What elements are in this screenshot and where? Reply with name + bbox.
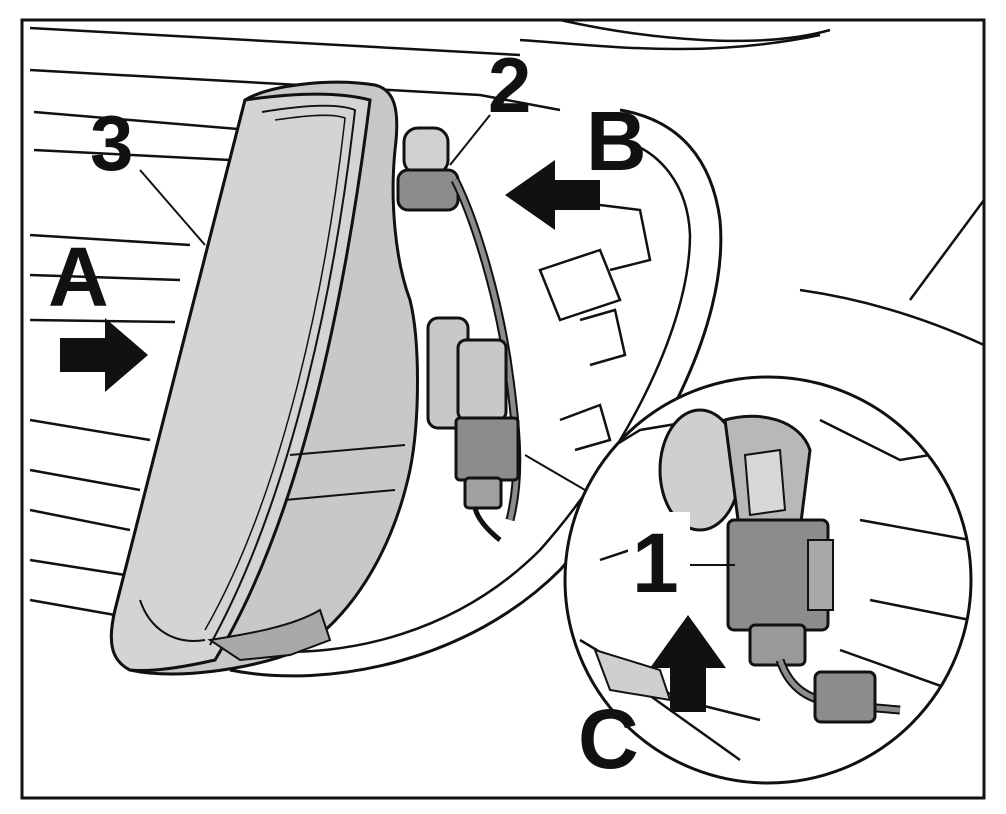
label-part-1: 1 — [632, 516, 679, 610]
label-part-3: 3 — [90, 99, 133, 187]
arrow-b-icon — [505, 160, 600, 230]
label-part-2: 2 — [488, 41, 531, 129]
upper-bulb-socket — [396, 126, 460, 212]
arrow-c-icon — [650, 615, 726, 712]
arrow-a-icon — [60, 318, 148, 392]
label-arrow-c: C — [578, 692, 639, 786]
label-arrow-b: B — [586, 94, 647, 188]
leader-line-3 — [139, 169, 206, 246]
fog-lamp-housing — [109, 80, 419, 676]
detail-view-circle — [563, 375, 973, 785]
bumper-grille-lines — [29, 20, 984, 617]
detail-leader-line — [524, 454, 586, 491]
label-arrow-a: A — [48, 230, 109, 324]
leader-line-2 — [449, 114, 491, 166]
lower-connector — [454, 416, 520, 542]
